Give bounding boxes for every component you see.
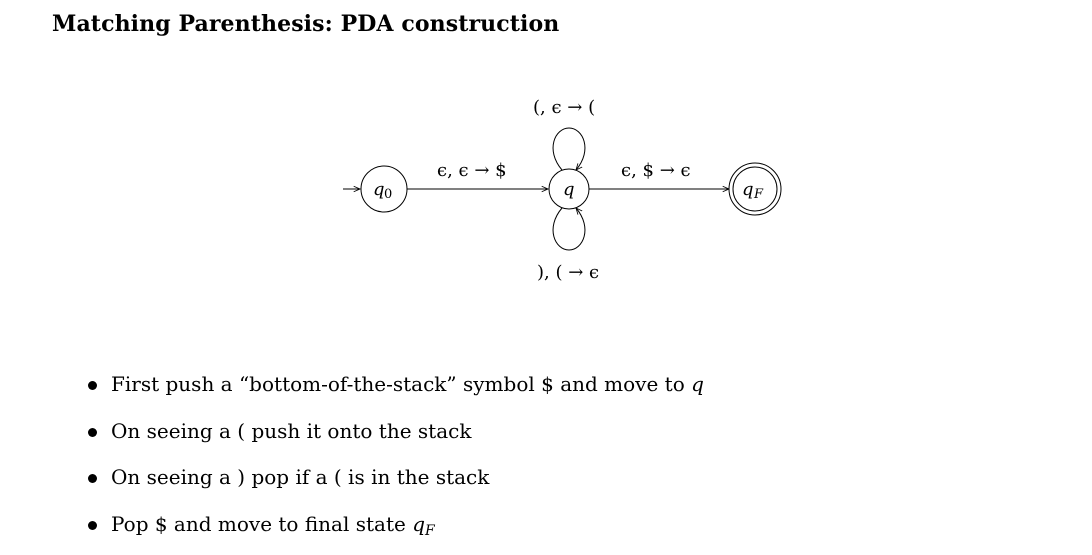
edge-q-qF-label: ϵ, $ → ϵ bbox=[621, 160, 691, 181]
bullet-math-sub: F bbox=[425, 522, 435, 539]
loop-below-label: ), ( → ϵ bbox=[537, 262, 599, 283]
state-q0-label: q bbox=[373, 179, 385, 200]
state-q-label: q bbox=[563, 179, 575, 200]
bullet-text: First push a “bottom-of-the-stack” symbo… bbox=[111, 372, 692, 396]
bullet-dot bbox=[88, 381, 97, 390]
loop-below bbox=[552, 208, 586, 251]
state-qF: q F bbox=[728, 162, 782, 216]
loop-above bbox=[552, 127, 586, 170]
state-qF-sub: F bbox=[753, 187, 764, 202]
bullet-math: q bbox=[691, 372, 704, 396]
bullet-dot bbox=[88, 520, 97, 530]
bullet-dot bbox=[88, 427, 97, 437]
bullet-text: Pop $ and move to final state bbox=[111, 511, 413, 536]
bullet-dot bbox=[88, 474, 97, 483]
state-q0: q 0 bbox=[360, 165, 408, 213]
bullet-item: On seeing a ( push it onto the stack bbox=[84, 413, 704, 460]
bullet-math: q bbox=[412, 511, 425, 536]
bullet-item: Pop $ and move to final state qF bbox=[84, 506, 704, 553]
bullet-item: On seeing a ) pop if a ( is in the stack bbox=[84, 459, 704, 506]
page-title: Matching Parenthesis: PDA construction bbox=[52, 11, 560, 37]
bullet-list: First push a “bottom-of-the-stack” symbo… bbox=[84, 366, 704, 552]
bullet-item: First push a “bottom-of-the-stack” symbo… bbox=[84, 366, 704, 413]
state-q0-sub: 0 bbox=[384, 187, 392, 202]
bullet-text: On seeing a ( push it onto the stack bbox=[111, 418, 472, 443]
bullet-text: On seeing a ) pop if a ( is in the stack bbox=[111, 465, 490, 489]
loop-above-label: (, ϵ → ( bbox=[533, 97, 595, 118]
state-qF-label: q bbox=[742, 179, 754, 200]
edge-q0-q-label: ϵ, ϵ → $ bbox=[437, 160, 507, 181]
state-q: q bbox=[548, 168, 590, 210]
